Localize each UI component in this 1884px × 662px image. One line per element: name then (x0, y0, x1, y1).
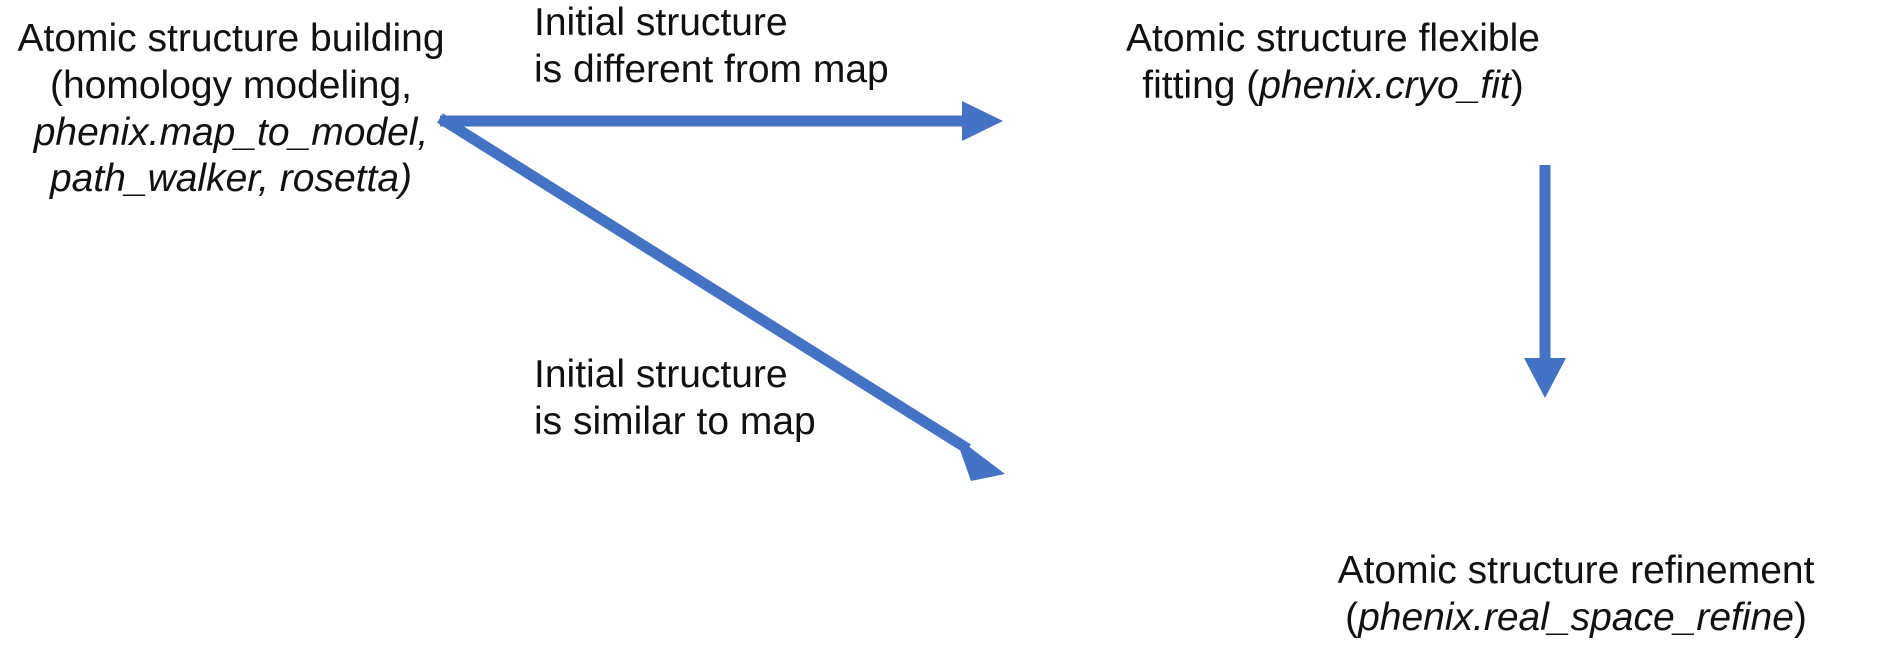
node-atomic-structure-flexible-fitting: Atomic structure flexible fitting (pheni… (1078, 16, 1588, 110)
node-refinement-program-name: phenix.real_space_refine (1358, 595, 1794, 639)
node-building-line-4: path_walker, rosetta) (49, 157, 413, 201)
edge-label-different-line-1: Initial structure (534, 1, 788, 44)
node-building-line-1: Atomic structure building (17, 17, 445, 60)
edge-label-similar-line-2: is similar to map (534, 399, 816, 443)
node-refinement-paren-open: ( (1345, 595, 1359, 639)
node-building-line-2: (homology modeling, (49, 63, 413, 107)
node-fitting-paren-open: fitting ( (1142, 63, 1260, 107)
edge-label-different-line-2: is different from map (534, 47, 889, 91)
edge-label-different-from-map: Initial structure is different from map (534, 0, 934, 94)
node-fitting-line-2: fitting (phenix.cryo_fit) (1078, 63, 1588, 110)
arrow-fitting-to-refinement (1524, 165, 1566, 398)
node-fitting-paren-close: ) (1510, 63, 1524, 107)
edge-label-similar-to-map: Initial structure is similar to map (534, 352, 934, 446)
node-building-line-3: phenix.map_to_model, (33, 110, 429, 154)
edge-label-similar-line-1: Initial structure (534, 353, 788, 396)
node-refinement-line-2: (phenix.real_space_refine) (1268, 595, 1884, 642)
node-refinement-paren-close: ) (1793, 595, 1807, 639)
node-atomic-structure-refinement: Atomic structure refinement (phenix.real… (1268, 548, 1884, 642)
node-fitting-line-1: Atomic structure flexible (1126, 17, 1540, 60)
node-refinement-line-1: Atomic structure refinement (1337, 549, 1815, 592)
arrow-building-to-fitting (440, 101, 1003, 141)
node-atomic-structure-building: Atomic structure building (homology mode… (0, 16, 462, 203)
node-fitting-program-name: phenix.cryo_fit (1259, 63, 1511, 107)
